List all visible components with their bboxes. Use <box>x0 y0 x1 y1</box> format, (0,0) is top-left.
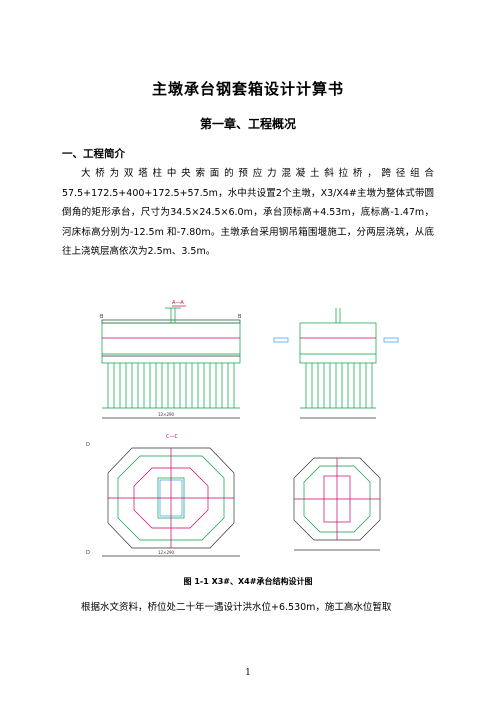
page-title: 主墩承台钢套箱设计计算书 <box>151 80 344 98</box>
section-mark-d-bottom: D <box>86 550 90 556</box>
section-mark-d-top: D <box>86 442 90 448</box>
plan-view-left: C—C 12×290 D D <box>86 434 240 557</box>
dimension-label-plan: 12×290 <box>158 550 175 555</box>
section-mark-b-left: B <box>100 314 104 320</box>
section-heading: 一、工程简介 <box>62 148 125 160</box>
elevation-view-left: A—A 12×290 B B <box>100 300 289 419</box>
hydrology-paragraph: 根据水文资料，桥位处二十年一遇设计洪水位+6.530m，施工高水位暂取 <box>81 602 392 613</box>
section-mark-b-right: B <box>238 314 242 320</box>
intro-paragraph: 大桥为双塔柱中央索面的预应力混凝土斜拉桥，跨径组合57.5+172.5+400+… <box>62 168 434 257</box>
page-number: 1 <box>245 668 251 678</box>
figure-caption: 图 1-1 X3#、X4#承台结构设计图 <box>183 577 313 586</box>
chapter-heading: 第一章、工程概况 <box>199 117 296 131</box>
plan-view-right <box>293 457 381 551</box>
cap-structure-drawing: A—A 12×290 B B <box>86 300 399 557</box>
section-label-cc: C—C <box>166 434 178 440</box>
elevation-view-right <box>299 308 399 419</box>
section-label-aa: A—A <box>172 300 184 306</box>
dimension-label: 12×290 <box>158 412 175 417</box>
